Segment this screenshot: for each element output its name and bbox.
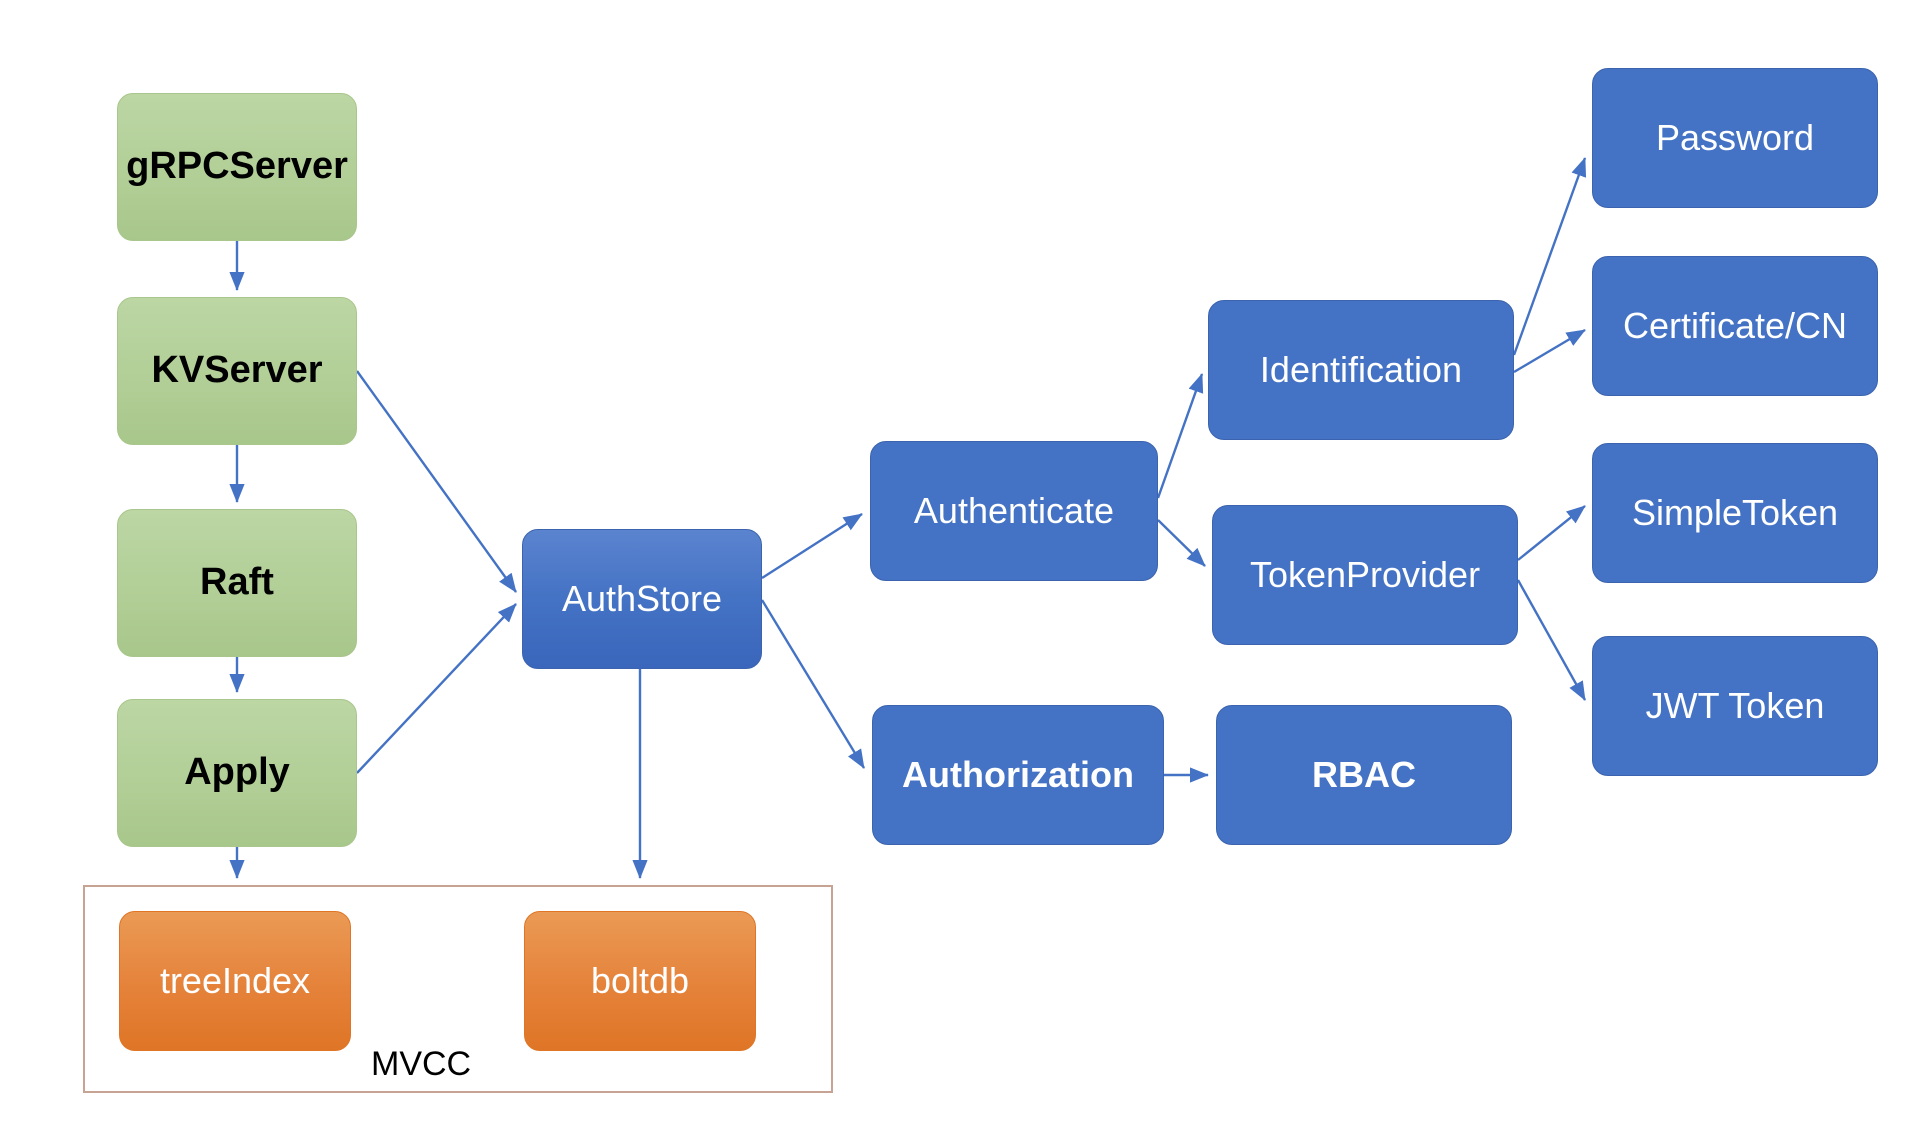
edge-TokenProvider-to-SimpleToken	[1517, 505, 1586, 561]
edge-TokenProvider-to-JWTToken	[1516, 579, 1587, 701]
node-kvserver[interactable]: KVServer	[117, 297, 357, 445]
edge-Identification-to-CertificateCN	[1513, 328, 1586, 374]
node-label: Certificate/CN	[1622, 305, 1848, 347]
group-label-mvcc: MVCC	[371, 1045, 472, 1083]
node-label: treeIndex	[159, 960, 311, 1002]
node-label: Password	[1655, 117, 1815, 159]
edge-Identification-to-Password	[1512, 157, 1587, 356]
node-boltdb[interactable]: boltdb	[524, 911, 756, 1051]
edge-Apply-to-AuthStore	[356, 603, 517, 774]
node-label: RBAC	[1312, 754, 1416, 796]
node-rbac[interactable]: RBAC	[1216, 705, 1512, 845]
node-authstore[interactable]: AuthStore	[522, 529, 762, 669]
edge-AuthStore-to-Authenticate	[761, 512, 863, 580]
node-simpletoken[interactable]: SimpleToken	[1592, 443, 1878, 583]
node-label: AuthStore	[561, 578, 723, 620]
node-label: JWT Token	[1645, 685, 1825, 727]
node-raft[interactable]: Raft	[117, 509, 357, 657]
edge-KVServer-to-AuthStore	[356, 370, 517, 593]
node-password[interactable]: Password	[1592, 68, 1878, 208]
edge-AuthStore-to-Authorization	[760, 599, 866, 769]
node-label: TokenProvider	[1249, 554, 1481, 596]
node-grpcserver[interactable]: gRPCServer	[117, 93, 357, 241]
node-label: Authorization	[902, 754, 1134, 796]
node-authorization[interactable]: Authorization	[872, 705, 1164, 845]
node-label: gRPCServer	[126, 145, 348, 188]
node-label: boltdb	[590, 960, 690, 1002]
node-label: Authenticate	[913, 490, 1115, 532]
node-tokenprovider[interactable]: TokenProvider	[1212, 505, 1518, 645]
node-certificate[interactable]: Certificate/CN	[1592, 256, 1878, 396]
node-jwttoken[interactable]: JWT Token	[1592, 636, 1878, 776]
node-label: SimpleToken	[1631, 492, 1839, 534]
node-apply[interactable]: Apply	[117, 699, 357, 847]
group-box-mvcc	[83, 885, 833, 1093]
edge-Authenticate-to-TokenProvider	[1157, 519, 1206, 567]
node-label: Identification	[1259, 349, 1463, 391]
node-label: KVServer	[151, 349, 323, 392]
node-authenticate[interactable]: Authenticate	[870, 441, 1158, 581]
node-treeindex[interactable]: treeIndex	[119, 911, 351, 1051]
edge-Authenticate-to-Identification	[1156, 373, 1204, 499]
node-label: Raft	[200, 561, 274, 604]
node-label: Apply	[184, 751, 290, 794]
node-identification[interactable]: Identification	[1208, 300, 1514, 440]
